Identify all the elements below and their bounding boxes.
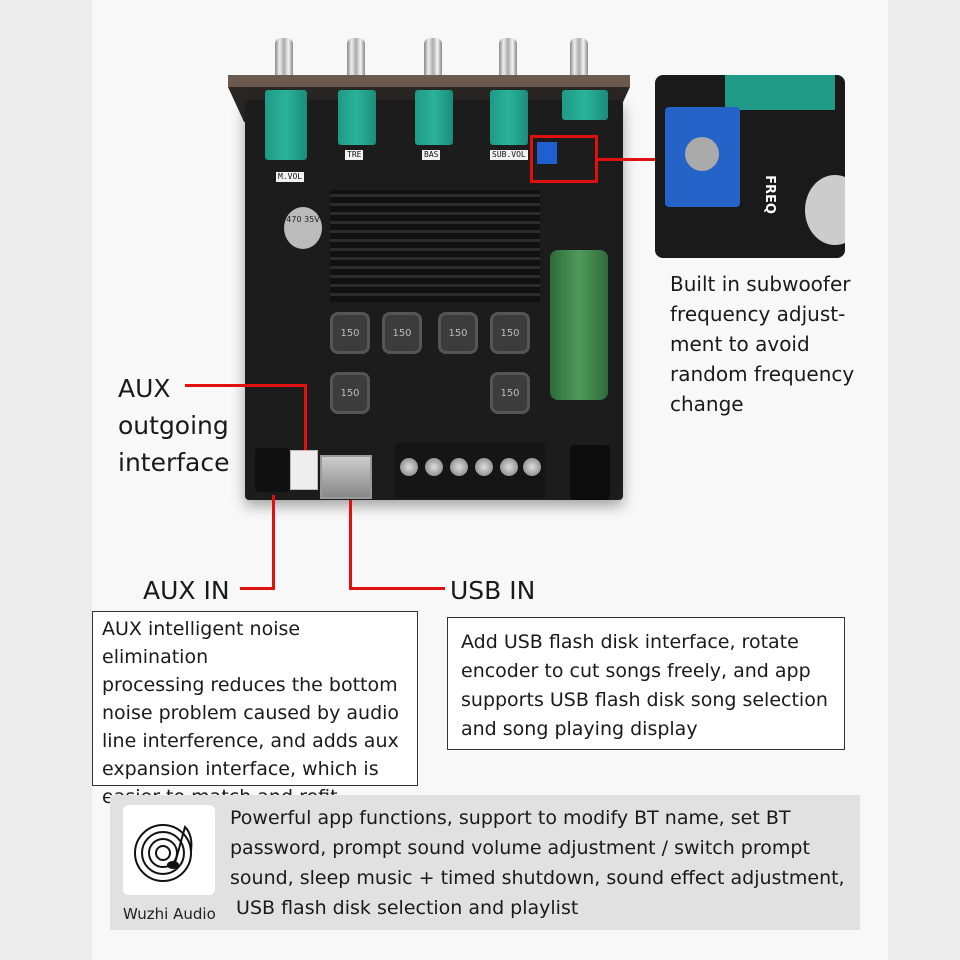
capacitor-closeup bbox=[805, 175, 845, 245]
large-capacitor bbox=[550, 250, 608, 400]
aux-out-callout: AUX outgoing interface bbox=[118, 370, 230, 481]
usb-in-pointer bbox=[349, 587, 445, 590]
potentiometer bbox=[338, 90, 376, 145]
desc-line: noise problem caused by audio bbox=[102, 702, 400, 724]
callout-line: change bbox=[670, 392, 744, 416]
trimmer-closeup bbox=[665, 107, 740, 207]
inductor: 150 bbox=[438, 312, 478, 354]
pot-closeup bbox=[725, 75, 835, 110]
knob-shaft bbox=[347, 38, 365, 80]
freq-label: FREQ bbox=[761, 175, 777, 214]
knob-shaft bbox=[275, 38, 293, 80]
aux-out-pointer bbox=[304, 384, 307, 450]
desc-line: encoder to cut songs freely, and app bbox=[461, 660, 811, 682]
callout-line: random frequency bbox=[670, 362, 855, 386]
inductor: 150 bbox=[330, 312, 370, 354]
speaker-terminal bbox=[395, 443, 545, 498]
pot-label-bass: BAS bbox=[422, 150, 441, 160]
heatsink bbox=[330, 190, 540, 302]
potentiometer bbox=[265, 90, 307, 160]
screw bbox=[450, 458, 468, 476]
usb-in-pointer bbox=[349, 500, 352, 590]
desc-line: and song playing display bbox=[461, 718, 698, 740]
app-name: Wuzhi Audio bbox=[123, 905, 216, 923]
aux-out-connector bbox=[290, 450, 318, 490]
feature-line: USB flash disk selection and playlist bbox=[230, 897, 579, 919]
callout-line: AUX bbox=[118, 374, 171, 403]
screw bbox=[425, 458, 443, 476]
callout-line: ment to avoid bbox=[670, 332, 810, 356]
wuzhi-audio-app-icon bbox=[123, 805, 215, 895]
pot-label-sub-volume: SUB.VOL bbox=[490, 150, 528, 160]
callout-line: Built in subwoofer bbox=[670, 272, 851, 296]
bracket bbox=[228, 75, 630, 87]
dc-jack bbox=[570, 445, 610, 500]
inductor: 150 bbox=[490, 372, 530, 414]
feature-line: password, prompt sound volume adjustment… bbox=[230, 837, 810, 859]
callout-line: outgoing bbox=[118, 411, 229, 440]
screw bbox=[523, 458, 541, 476]
vinyl-note-icon bbox=[134, 824, 193, 882]
desc-line: line interference, and adds aux bbox=[102, 730, 399, 752]
trimmer-pot bbox=[537, 142, 557, 164]
desc-line: expansion interface, which is bbox=[102, 758, 379, 780]
aux-in-label: AUX IN bbox=[143, 576, 230, 605]
inductor: 150 bbox=[382, 312, 422, 354]
aux-in-pointer bbox=[240, 587, 275, 590]
screw bbox=[500, 458, 518, 476]
encoder bbox=[562, 90, 608, 120]
pot-label-treble: TRE bbox=[345, 150, 364, 160]
potentiometer bbox=[415, 90, 453, 145]
desc-line: processing reduces the bottom bbox=[102, 674, 398, 696]
screw bbox=[400, 458, 418, 476]
connector-line bbox=[598, 158, 655, 161]
zoom-inset: FREQ bbox=[655, 75, 845, 258]
knob-shaft bbox=[499, 38, 517, 80]
feature-line: Powerful app functions, support to modif… bbox=[230, 807, 791, 829]
trimmer-screw-icon bbox=[685, 137, 719, 171]
subwoofer-callout: Built in subwoofer frequency adjust- men… bbox=[670, 269, 854, 419]
usb-in-label: USB IN bbox=[450, 576, 536, 605]
aux-jack bbox=[255, 448, 290, 492]
aux-out-pointer bbox=[185, 384, 307, 387]
app-features-text: Powerful app functions, support to modif… bbox=[230, 803, 845, 923]
pot-label-master-volume: M.VOL bbox=[276, 172, 305, 182]
desc-line: AUX intelligent noise elimination bbox=[102, 618, 301, 668]
screw bbox=[475, 458, 493, 476]
encoder-shaft bbox=[570, 38, 588, 80]
aux-in-pointer bbox=[272, 495, 275, 590]
usb-description-box: Add USB flash disk interface, rotate enc… bbox=[447, 617, 845, 750]
desc-line: Add USB flash disk interface, rotate bbox=[461, 631, 799, 653]
highlight-box bbox=[530, 135, 598, 183]
small-capacitor: 470 35V bbox=[284, 207, 322, 249]
inductor: 150 bbox=[330, 372, 370, 414]
usb-port bbox=[320, 455, 372, 499]
app-features-banner: Wuzhi Audio Powerful app functions, supp… bbox=[110, 795, 860, 930]
potentiometer bbox=[490, 90, 528, 145]
inductor: 150 bbox=[490, 312, 530, 354]
callout-line: frequency adjust- bbox=[670, 302, 846, 326]
aux-description-box: AUX intelligent noise elimination proces… bbox=[92, 611, 418, 808]
desc-line: supports USB flash disk song selection bbox=[461, 689, 828, 711]
callout-line: interface bbox=[118, 448, 230, 477]
knob-shaft bbox=[424, 38, 442, 80]
feature-line: sound, sleep music + timed shutdown, sou… bbox=[230, 867, 845, 889]
